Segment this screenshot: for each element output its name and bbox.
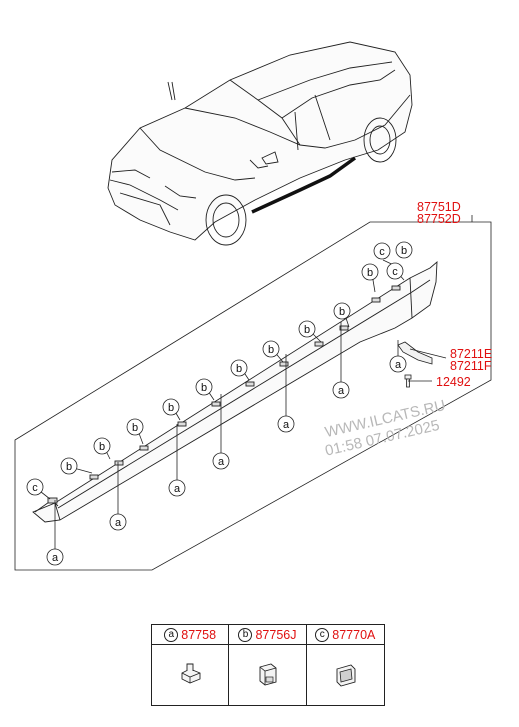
legend-image-c [307, 645, 384, 705]
callout-b: b [262, 340, 280, 358]
callout-letter: b [339, 306, 345, 318]
clip-c-icon [336, 664, 356, 687]
callout-letter: c [392, 266, 398, 278]
callout-letter: b [201, 382, 207, 394]
callout-letter: a [395, 359, 402, 371]
legend-letter-b: b [238, 627, 253, 642]
car-illustration [107, 41, 413, 246]
legend-letter-c: c [315, 627, 330, 642]
callout-letter: b [66, 461, 72, 473]
callout-a: a [277, 415, 295, 433]
callout-letter: b [401, 245, 407, 257]
callout-letter: b [99, 441, 105, 453]
callout-letter: b [304, 324, 310, 336]
legend-part-number-a[interactable]: 87758 [181, 627, 217, 642]
clip-a-icon [181, 663, 201, 684]
callout-letter: a [283, 419, 290, 431]
callout-b: b [93, 437, 111, 455]
callout-letter: b [168, 402, 174, 414]
side-sill-moulding [32, 260, 438, 523]
callout-b: b [230, 359, 248, 377]
callout-letter: a [115, 517, 122, 529]
part-number-87211F: 87211F [450, 359, 492, 373]
callout-c: c [26, 478, 44, 496]
callout-a: a [212, 452, 230, 470]
callout-letter: b [236, 363, 242, 375]
callout-letter: a [174, 483, 181, 495]
callout-b: b [298, 320, 316, 338]
screw-12492 [404, 374, 412, 388]
callout-b: b [333, 302, 351, 320]
parts-frame [14, 221, 492, 571]
callout-letter: a [52, 552, 59, 564]
callout-b: b [60, 457, 78, 475]
callout-letter: a [218, 456, 225, 468]
callout-b: b [361, 263, 379, 281]
callout-a: a [109, 513, 127, 531]
part-number-87751D: 87751D [417, 200, 461, 214]
legend-part-number-c[interactable]: 87770A [332, 627, 376, 642]
clip-b-icon [260, 663, 277, 686]
callout-a: a [46, 548, 64, 566]
callout-c: c [373, 242, 391, 260]
callout-a: a [168, 479, 186, 497]
callout-letter: b [367, 267, 373, 279]
legend-image-a [152, 645, 230, 705]
legend-letter-a: a [164, 627, 179, 642]
callout-b: b [162, 398, 180, 416]
callout-b: b [395, 241, 413, 259]
callout-letter: b [132, 422, 138, 434]
callout-letter: c [32, 482, 38, 494]
callout-b: b [195, 378, 213, 396]
callout-letter: c [379, 246, 385, 258]
callout-b: b [126, 418, 144, 436]
watermark: WWW.ILCATS.RU 01:58 07.07.2025 [323, 397, 447, 460]
legend-image-b [229, 645, 307, 705]
callout-letter: b [268, 344, 274, 356]
legend-part-number-b[interactable]: 87756J [255, 627, 297, 642]
callout-a: a [332, 381, 350, 399]
callout-c: c [386, 262, 404, 280]
legend-header-a[interactable]: a 87758 [152, 625, 230, 645]
part-number-87752D: 87752D [417, 212, 461, 226]
callout-a: a [389, 355, 407, 373]
legend-header-b[interactable]: b 87756J [229, 625, 307, 645]
legend-header-c[interactable]: c 87770A [306, 625, 384, 645]
clip-legend-table: a 87758 b 87756J c 87770A [151, 624, 385, 706]
callout-letter: a [338, 385, 345, 397]
part-number-87211E: 87211E [450, 347, 492, 361]
part-number-12492: 12492 [436, 375, 471, 389]
bracket-87211 [397, 341, 433, 365]
